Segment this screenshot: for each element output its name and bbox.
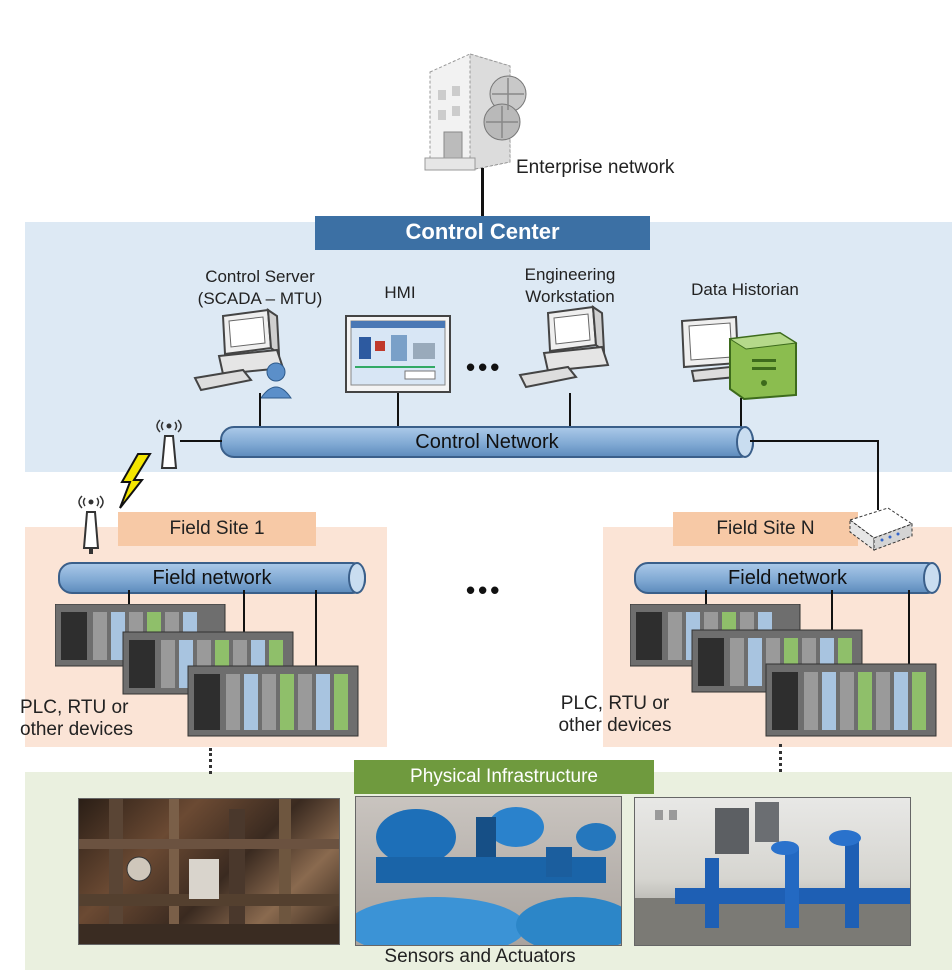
- field-site-1-plc-rack-icon: [55, 604, 359, 737]
- control-antenna-icon: [156, 419, 182, 469]
- blue-valves-illustration: [356, 807, 621, 945]
- industrial-pipes-photo: [78, 798, 340, 945]
- server-link: [259, 393, 261, 428]
- fsn-physical-link: [779, 744, 782, 772]
- antenna-link: [180, 440, 222, 442]
- workstation-link: [569, 393, 571, 428]
- wireless-bolt-icon: [119, 453, 152, 509]
- field-site-n-network-label: Field network: [728, 567, 847, 589]
- enterprise-building-icon: [424, 53, 527, 171]
- control-network-label: Control Network: [415, 431, 559, 453]
- field-site-n-title: Field Site N: [673, 512, 858, 546]
- control-network-pipe-end: [736, 426, 754, 458]
- field-site-1-pipe-end: [348, 562, 366, 594]
- fsn-plc-link-2: [831, 590, 833, 636]
- fsn-plc-link-3: [908, 590, 910, 666]
- historian-link: [740, 398, 742, 428]
- engineering-workstation-icon: [518, 305, 610, 389]
- control-network-pipe: Control Network: [220, 426, 754, 458]
- field-site-n-router-icon: [848, 507, 914, 551]
- blue-valves-photo: [355, 796, 622, 946]
- industrial-pipes-illustration: [79, 799, 339, 944]
- hmi-screen-icon: [345, 315, 451, 393]
- data-historian-label: Data Historian: [691, 280, 799, 299]
- hmi-label: HMI: [384, 283, 416, 302]
- control-server-label: Control Server (SCADA – MTU): [197, 267, 323, 308]
- wan-link-horizontal: [750, 440, 878, 442]
- physical-infrastructure-title: Physical Infrastructure: [354, 760, 654, 794]
- field-site-n-devices-label: PLC, RTU or other devices: [558, 693, 672, 736]
- hmi-link: [397, 393, 399, 428]
- control-server-icon: [193, 308, 292, 399]
- wan-link-vertical: [877, 440, 879, 510]
- enterprise-link: [481, 168, 484, 218]
- control-center-ellipsis: •••: [466, 352, 503, 382]
- pipeline-room-photo: [634, 797, 911, 946]
- fs1-plc-link-3: [315, 590, 317, 666]
- field-site-1-antenna-icon: [78, 495, 104, 554]
- field-site-n-plc-rack-icon: [630, 604, 937, 737]
- fs1-plc-link-2: [243, 590, 245, 636]
- field-site-n-pipe-end: [923, 562, 941, 594]
- fs1-physical-link: [209, 748, 212, 774]
- field-site-1-devices-label: PLC, RTU or other devices: [20, 697, 134, 740]
- field-site-1-title: Field Site 1: [118, 512, 316, 546]
- engineering-workstation-label: Engineering Workstation: [524, 265, 616, 306]
- control-center-title: Control Center: [315, 216, 650, 250]
- field-site-n-network-pipe: Field network: [634, 562, 941, 594]
- data-historian-icon: [680, 315, 798, 400]
- field-site-1-network-label: Field network: [152, 567, 272, 589]
- pipeline-room-illustration: [635, 802, 910, 945]
- field-site-1-network-pipe: Field network: [58, 562, 366, 594]
- enterprise-network-label: Enterprise network: [516, 157, 675, 178]
- sensors-actuators-label: Sensors and Actuators: [384, 946, 576, 967]
- field-sites-ellipsis: •••: [466, 575, 503, 605]
